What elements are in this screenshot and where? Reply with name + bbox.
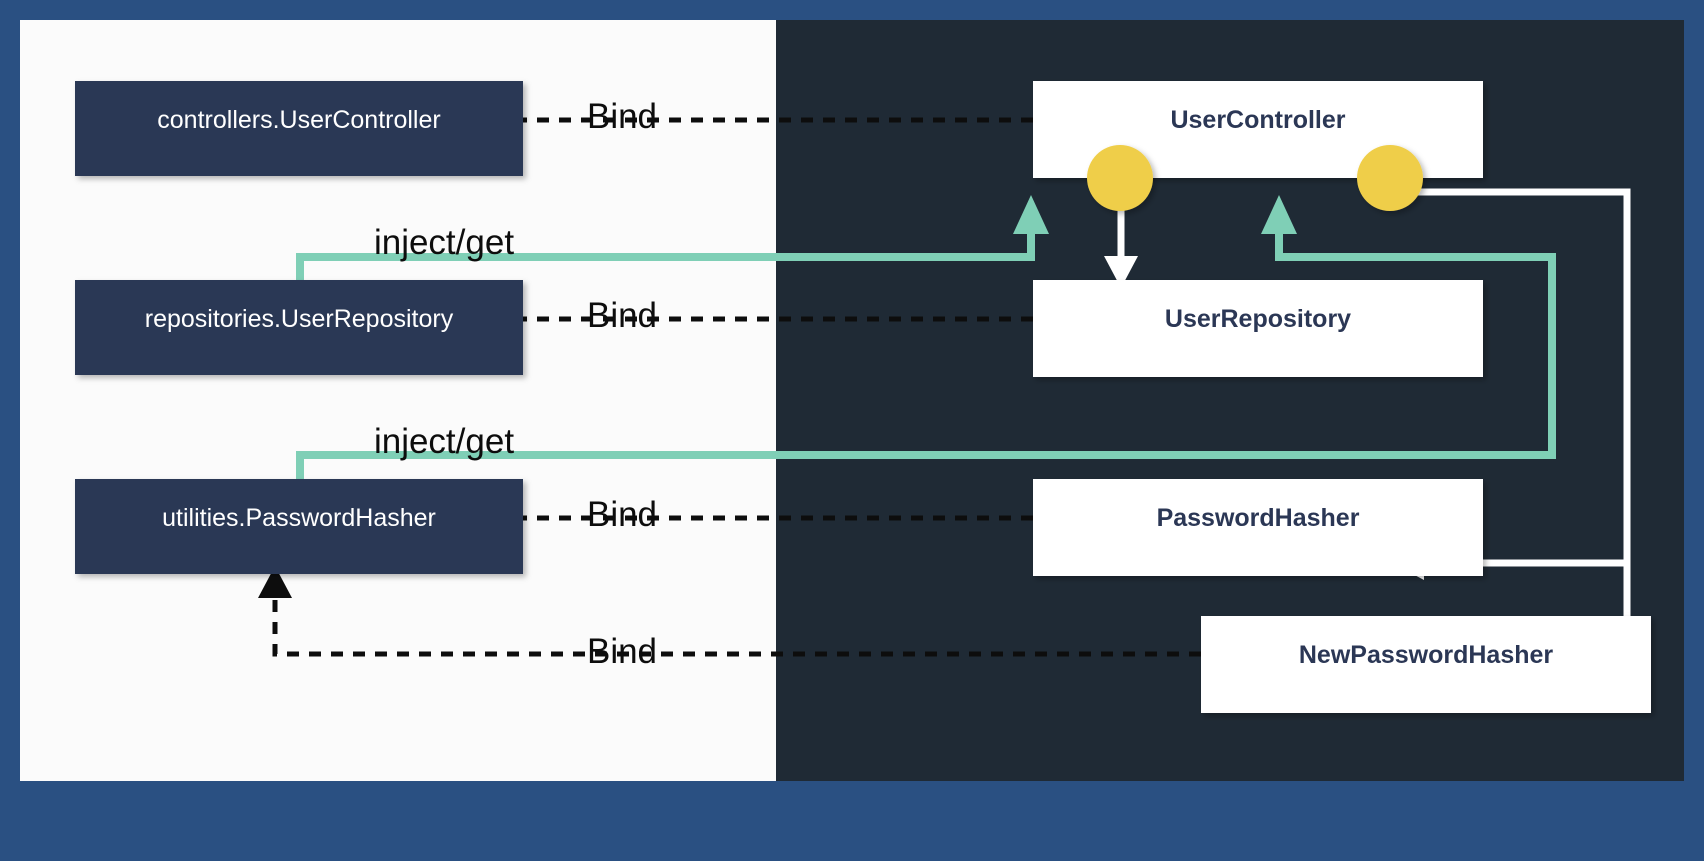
edge-label-bind-2: Bind [587, 296, 657, 335]
inject-userrepository [296, 195, 1049, 297]
node-controllers-usercontroller[interactable] [75, 81, 523, 176]
edge-label-bind-3: Bind [587, 495, 657, 534]
node-label-newpasswordhasher: NewPasswordHasher [1299, 641, 1554, 669]
node-label-controllers-usercontroller: controllers.UserController [157, 106, 440, 134]
node-userrepository[interactable] [1033, 280, 1483, 377]
node-newpasswordhasher[interactable] [1201, 616, 1651, 713]
node-utilities-passwordhasher[interactable] [75, 479, 523, 574]
node-label-utilities-passwordhasher: utilities.PasswordHasher [162, 504, 436, 532]
node-repositories-userrepository[interactable] [75, 280, 523, 375]
node-label-userrepository: UserRepository [1165, 305, 1351, 333]
edge-label-bind-4: Bind [587, 632, 657, 671]
diagram-svg: controllers.UserController repositories.… [75, 81, 1651, 713]
node-label-passwordhasher: PasswordHasher [1157, 504, 1360, 532]
edge-label-bind-1: Bind [587, 97, 657, 136]
node-label-usercontroller: UserController [1170, 106, 1345, 134]
usercontroller-port-2-icon[interactable] [1357, 145, 1423, 211]
usercontroller-port-1-icon[interactable] [1087, 145, 1153, 211]
inject-passwordhasher [296, 195, 1556, 517]
bind-usercontroller [482, 103, 1033, 137]
bind-newpasswordhasher [258, 566, 1201, 657]
edge-label-inject-1: inject/get [374, 223, 514, 262]
bind-userrepository [482, 302, 1033, 336]
diagram-canvas: controllers.UserController repositories.… [20, 20, 1684, 781]
node-passwordhasher[interactable] [1033, 479, 1483, 576]
node-label-repositories-userrepository: repositories.UserRepository [145, 305, 454, 333]
edge-label-inject-2: inject/get [374, 422, 514, 461]
bind-passwordhasher [482, 501, 1033, 535]
